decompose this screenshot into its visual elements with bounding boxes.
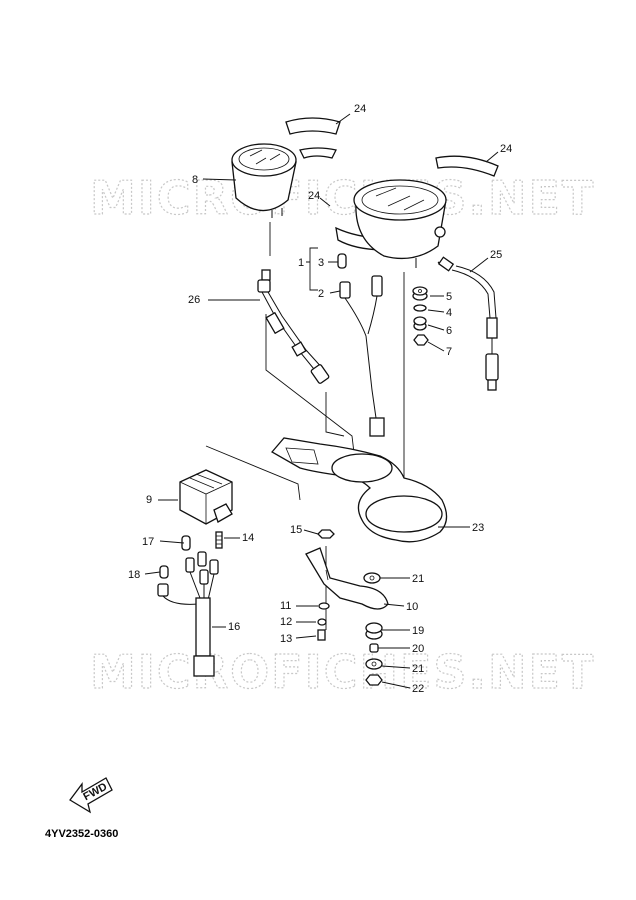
callout-11: 11: [280, 600, 291, 612]
callout-21a: 21: [412, 573, 424, 585]
callout-24a: 24: [354, 103, 366, 115]
socket-2: [339, 275, 383, 299]
callout-4: 4: [446, 307, 452, 319]
callout-18: 18: [128, 569, 140, 581]
callout-1: 1: [298, 257, 304, 269]
callout-19: 19: [412, 625, 424, 637]
watermark-bottom: MICROFICHES.NET: [90, 645, 595, 699]
fwd-arrow: FWD: [69, 777, 113, 814]
callout-14: 14: [242, 532, 254, 544]
callout-24c: 24: [308, 190, 320, 202]
bulb-connector: [369, 417, 385, 437]
harness-16: [157, 551, 219, 677]
callout-26: 26: [188, 294, 200, 306]
gauge-8: [231, 143, 297, 218]
callout-25: 25: [490, 249, 502, 261]
bulb-3: [337, 253, 347, 269]
leader-lines: [144, 113, 499, 689]
screw-14: [215, 531, 223, 549]
washer-11: [318, 602, 330, 610]
callout-5: 5: [446, 291, 452, 303]
bulb-18: [159, 565, 169, 579]
nut-15: [317, 529, 335, 539]
callout-12: 12: [280, 616, 292, 628]
collar-20: [369, 643, 379, 653]
washer-21-bottom: [365, 658, 383, 670]
collar-6: [413, 316, 427, 331]
washer-4: [413, 304, 427, 312]
callout-6: 6: [446, 325, 452, 337]
callout-17: 17: [142, 536, 154, 548]
indicator-box-9: [179, 469, 233, 525]
callout-8: 8: [192, 174, 198, 186]
diagram-code: 4YV2352-0360: [45, 828, 119, 840]
callout-7: 7: [446, 346, 452, 358]
callout-13: 13: [280, 633, 292, 645]
washer-21-top: [363, 572, 381, 584]
callout-21b: 21: [412, 663, 424, 675]
cable-26: [257, 269, 330, 384]
meter-bracket-23: [270, 437, 448, 543]
callout-23: 23: [472, 522, 484, 534]
grommet-5: [412, 286, 428, 301]
callout-15: 15: [290, 524, 302, 536]
grommet-19: [365, 622, 383, 640]
cover-24-top: [285, 117, 341, 159]
callout-16: 16: [228, 621, 240, 633]
screw-13: [317, 629, 326, 641]
nut-22: [365, 674, 383, 686]
callout-3: 3: [318, 257, 324, 269]
callout-labels: 24 24 24 8 1 3 2 5 4 6 7 25 26 9 23 15 1…: [128, 103, 512, 695]
main-gauge: [353, 179, 447, 268]
cable-25: [437, 256, 499, 391]
callout-10: 10: [406, 601, 418, 613]
washer-12: [317, 618, 327, 626]
watermark-top: MICROFICHES.NET: [90, 171, 595, 225]
cover-24-right: [435, 155, 499, 177]
callout-9: 9: [146, 494, 152, 506]
callout-24b: 24: [500, 143, 512, 155]
callout-20: 20: [412, 643, 424, 655]
nut-7: [413, 334, 429, 346]
callout-2: 2: [318, 288, 324, 300]
callout-22: 22: [412, 683, 424, 695]
